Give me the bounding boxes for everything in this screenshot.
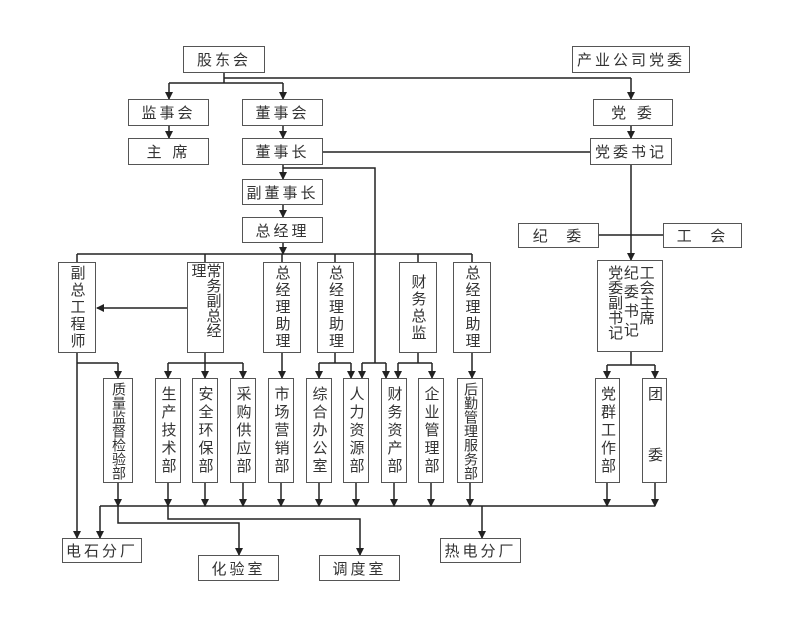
deputy-chief-engineer-label: 副总工程师	[68, 265, 87, 350]
executive-deputy-gm-box: 常务副总经理	[187, 262, 224, 353]
procurement-dept: 采购供应部	[230, 378, 256, 483]
supervisory-chairman-label: 主 席	[146, 143, 191, 161]
gm-assistant-box-2: 总经理助理	[317, 262, 354, 353]
chairman-label: 董事长	[255, 143, 310, 161]
dept-label: 财务资产部	[385, 385, 404, 476]
party-affairs-dept: 党群工作部	[595, 378, 620, 483]
lab-box: 化验室	[198, 555, 279, 581]
production-tech-dept: 生产技术部	[155, 378, 181, 483]
cfo-box: 财务总监	[399, 262, 437, 353]
party-committee-label: 党 委	[611, 104, 655, 122]
shareholders-box: 股东会	[183, 46, 265, 73]
party-secretary-label: 党委书记	[594, 143, 667, 161]
thermal-power-plant-box: 热电分厂	[440, 538, 521, 563]
parent-party-committee-box: 产业公司党委	[572, 46, 690, 73]
executive-deputy-gm-label: 常务副总经理	[189, 263, 223, 338]
vice-chairman-box: 副董事长	[242, 179, 323, 205]
dept-label: 安全环保部	[196, 385, 215, 476]
deputy-chief-engineer-box: 副总工程师	[58, 262, 96, 353]
gm-assistant-label: 总经理助理	[327, 265, 345, 350]
supervisory-board-box: 监事会	[128, 99, 209, 126]
discipline-secretary-label: 纪委书记	[621, 265, 640, 341]
quality-inspection-dept: 质量监督检验部	[103, 378, 133, 483]
marketing-dept: 市场营销部	[268, 378, 294, 483]
safety-env-dept: 安全环保部	[192, 378, 218, 483]
dept-label: 团 委	[646, 385, 664, 476]
board-label: 董事会	[255, 104, 310, 122]
general-manager-label: 总经理	[255, 221, 310, 240]
deputy-secretary-box: 党委副书记 纪委书记 工会主席	[597, 260, 663, 352]
dept-label: 综合办公室	[310, 385, 329, 476]
gm-assistant-box-1: 总经理助理	[263, 262, 301, 353]
dept-label: 质量监督检验部	[110, 381, 126, 480]
enterprise-mgmt-dept: 企业管理部	[418, 378, 444, 483]
shareholders-label: 股东会	[196, 51, 251, 69]
parent-party-committee-label: 产业公司党委	[576, 51, 685, 69]
finance-assets-dept: 财务资产部	[381, 378, 407, 483]
union-chairman-label: 工会主席	[637, 265, 656, 325]
dept-label: 后勤管理服务部	[462, 381, 478, 480]
party-committee-box: 党 委	[593, 99, 673, 126]
general-office: 综合办公室	[306, 378, 332, 483]
gm-assistant-label: 总经理助理	[463, 265, 482, 350]
dept-label: 企业管理部	[422, 385, 441, 476]
vice-chairman-label: 副董事长	[246, 183, 319, 202]
calcium-carbide-plant-box: 电石分厂	[62, 538, 142, 563]
supervisory-chairman-box: 主 席	[128, 138, 209, 165]
lab-label: 化验室	[211, 559, 266, 578]
dept-label: 采购供应部	[234, 385, 253, 476]
deputy-secretary-label: 党委副书记	[606, 265, 625, 340]
calcium-carbide-plant-label: 电石分厂	[65, 542, 138, 560]
general-manager-box: 总经理	[242, 217, 323, 243]
logistics-service-dept: 后勤管理服务部	[457, 378, 483, 483]
supervisory-board-label: 监事会	[141, 104, 196, 122]
trade-union-label: 工 会	[676, 227, 729, 245]
dept-label: 市场营销部	[272, 385, 291, 476]
dept-label: 生产技术部	[159, 385, 178, 476]
discipline-committee-box: 纪 委	[518, 223, 599, 248]
discipline-committee-label: 纪 委	[532, 227, 585, 245]
chairman-box: 董事长	[242, 138, 323, 165]
dept-label: 人力资源部	[347, 385, 366, 476]
cfo-label: 财务总监	[409, 273, 428, 342]
hr-dept: 人力资源部	[343, 378, 369, 483]
youth-league-committee: 团 委	[642, 378, 667, 483]
gm-assistant-label: 总经理助理	[273, 265, 292, 350]
dispatch-room-label: 调度室	[332, 559, 387, 578]
thermal-power-plant-label: 热电分厂	[444, 542, 517, 560]
line-shareholders	[223, 72, 631, 83]
party-secretary-box: 党委书记	[590, 138, 672, 165]
trade-union-box: 工 会	[663, 223, 742, 248]
gm-assistant-box-3: 总经理助理	[453, 262, 491, 353]
dept-label: 党群工作部	[599, 385, 617, 476]
dispatch-room-box: 调度室	[319, 555, 400, 581]
board-box: 董事会	[242, 99, 323, 126]
